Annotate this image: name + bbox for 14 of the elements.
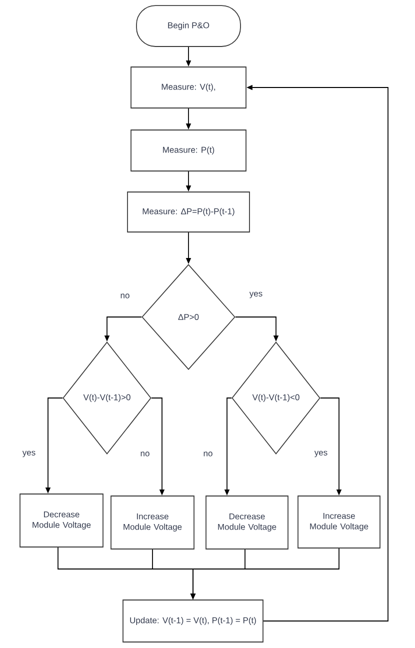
terminal-box: Begin P&O — [136, 5, 241, 47]
process-box: Measure: ΔP=P(t)-P(t-1) — [127, 192, 250, 232]
process-box: Increase Module Voltage — [298, 496, 380, 548]
process-box: Decrease Module Voltage — [20, 494, 104, 548]
process-box: Measure: V(t), — [130, 66, 246, 108]
edge-label: yes — [21, 450, 37, 458]
process-box: Decrease Module Voltage — [206, 496, 288, 550]
process-box: Increase Module Voltage — [110, 496, 194, 550]
edge-label: no — [139, 450, 151, 458]
process-box: Measure: P(t) — [130, 130, 246, 172]
edge-label: yes — [248, 290, 264, 300]
process-box: Update: V(t-1) = V(t), P(t-1) = P(t) — [122, 600, 264, 642]
edge-label: no — [119, 292, 131, 300]
edge-label: no — [202, 450, 214, 458]
